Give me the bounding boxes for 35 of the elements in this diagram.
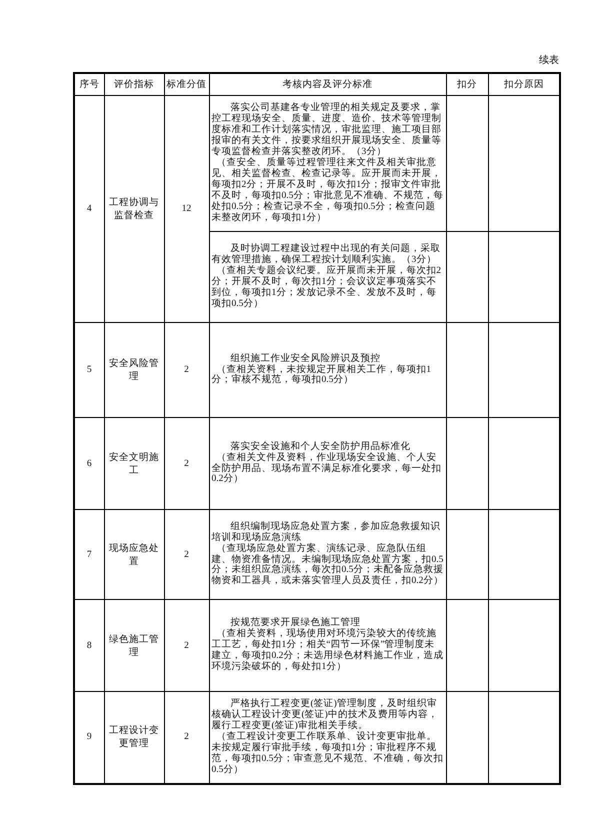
standard-score: 2	[164, 322, 209, 418]
indicator-name: 安全风险管理	[104, 322, 164, 418]
row-number: 4	[74, 96, 104, 322]
column-header: 评价指标	[104, 73, 164, 96]
standard-score: 12	[164, 96, 209, 322]
scoring-rule-text: （查相关专题会议纪要。应开展而未开展，每次扣2分；开展不及时，每次扣1分；会议议定事项落实不到位，每项扣1分；发放记录不全、发放不及时，每项扣0.5分）	[212, 266, 442, 310]
scoring-rule-text: （查安全、质量等过程管理往来文件及相关审批意见、相关监督检查、检查记录等。应开展而未开展，每项扣2分；开展不及时，每次扣1分；报审文件审批不及时，每项扣0.5分；审批意见不准确、不规范，每处扣0.5分；检查记录不全，每项扣0.5分；检查问题未整改闭环，每项扣1分）	[212, 158, 444, 224]
criteria-text: 严格执行工程变更(签证)管理制度，及时组织审核确认工程设计变更(签证)中的技术及费用等内容，履行工程变更(签证)审批相关手续。	[212, 699, 439, 731]
standard-score: 2	[164, 510, 209, 600]
scoring-rule-text: （查相关资料，未按规定开展相关工作，每项扣1分；审核不规范，每项扣0.5分）	[212, 364, 444, 386]
row-number: 5	[74, 322, 104, 418]
criteria-text: 落实公司基建各专业管理的相关规定及要求，掌控工程现场安全、质量、进度、造价、技术等管理制度标准和工作计划落实情况，审批监理、施工项目部报审的有关文件，按要求组织开展现场安全、质量等专项监督检查并落实整改闭环。（3分）	[212, 103, 442, 158]
continued-note: 续表	[539, 54, 559, 68]
scoring-rule-text: （查相关文件及资料，作业现场安全设施、个人安全防护用品、现场布置不满足标准化要求，每一处扣0.2分）	[212, 452, 444, 486]
column-header: 考核内容及评分标准	[209, 73, 446, 96]
criteria-text: 组织编制现场应急处置方案，参加应急救援知识培训和现场应急演练	[212, 522, 442, 543]
column-header: 扣分	[446, 73, 488, 96]
criteria-text: 及时协调工程建设过程中出现的有关问题，采取有效管理措施，确保工程按计划顺利实施。（3分）	[212, 244, 442, 266]
scoring-rule-text: （查工程设计变更工作联系单、设计变更审批单。未按规定履行审批手续，每项扣1分；审批程序不规范，每项扣0.5分；审查意见不规范、不准确，每次扣0.5分）	[212, 732, 444, 776]
indicator-name: 绿色施工管理	[104, 600, 164, 692]
row-number: 7	[74, 510, 104, 600]
column-header: 序号	[74, 73, 104, 96]
criteria-text: 落实安全设施和个人安全防护用品标准化	[230, 442, 412, 452]
row-number: 8	[74, 600, 104, 692]
standard-score: 2	[164, 418, 209, 510]
indicator-name: 工程协调与监督检查	[104, 96, 164, 322]
row-number: 6	[74, 418, 104, 510]
criteria-text: 按规范要求开展绿色施工管理	[230, 618, 362, 628]
column-header: 标准分值	[164, 73, 209, 96]
indicator-name: 安全文明施工	[104, 418, 164, 510]
standard-score: 2	[164, 600, 209, 692]
criteria-text: 组织施工作业安全风险辨识及预控	[230, 354, 382, 364]
scoring-rule-text: （查相关资料，现场使用对环境污染较大的传统施工工艺，每处扣1分；相关“四节一环保”管理制度未建立，每项扣0.2分；未选用绿色材料施工作业，造成环境污染破坏的，每处扣1分）	[212, 629, 444, 673]
indicator-name: 现场应急处置	[104, 510, 164, 600]
scoring-rule-text: （查现场应急处置方案、演练记录、应急队伍组建、物资准备情况。未编制现场应急处置方案，扣0.5分；未组织应急演练，每次扣0.5分；未配备应急救援物资和工器具，或未落实管理人员及责任，扣0.2分）	[212, 544, 444, 588]
